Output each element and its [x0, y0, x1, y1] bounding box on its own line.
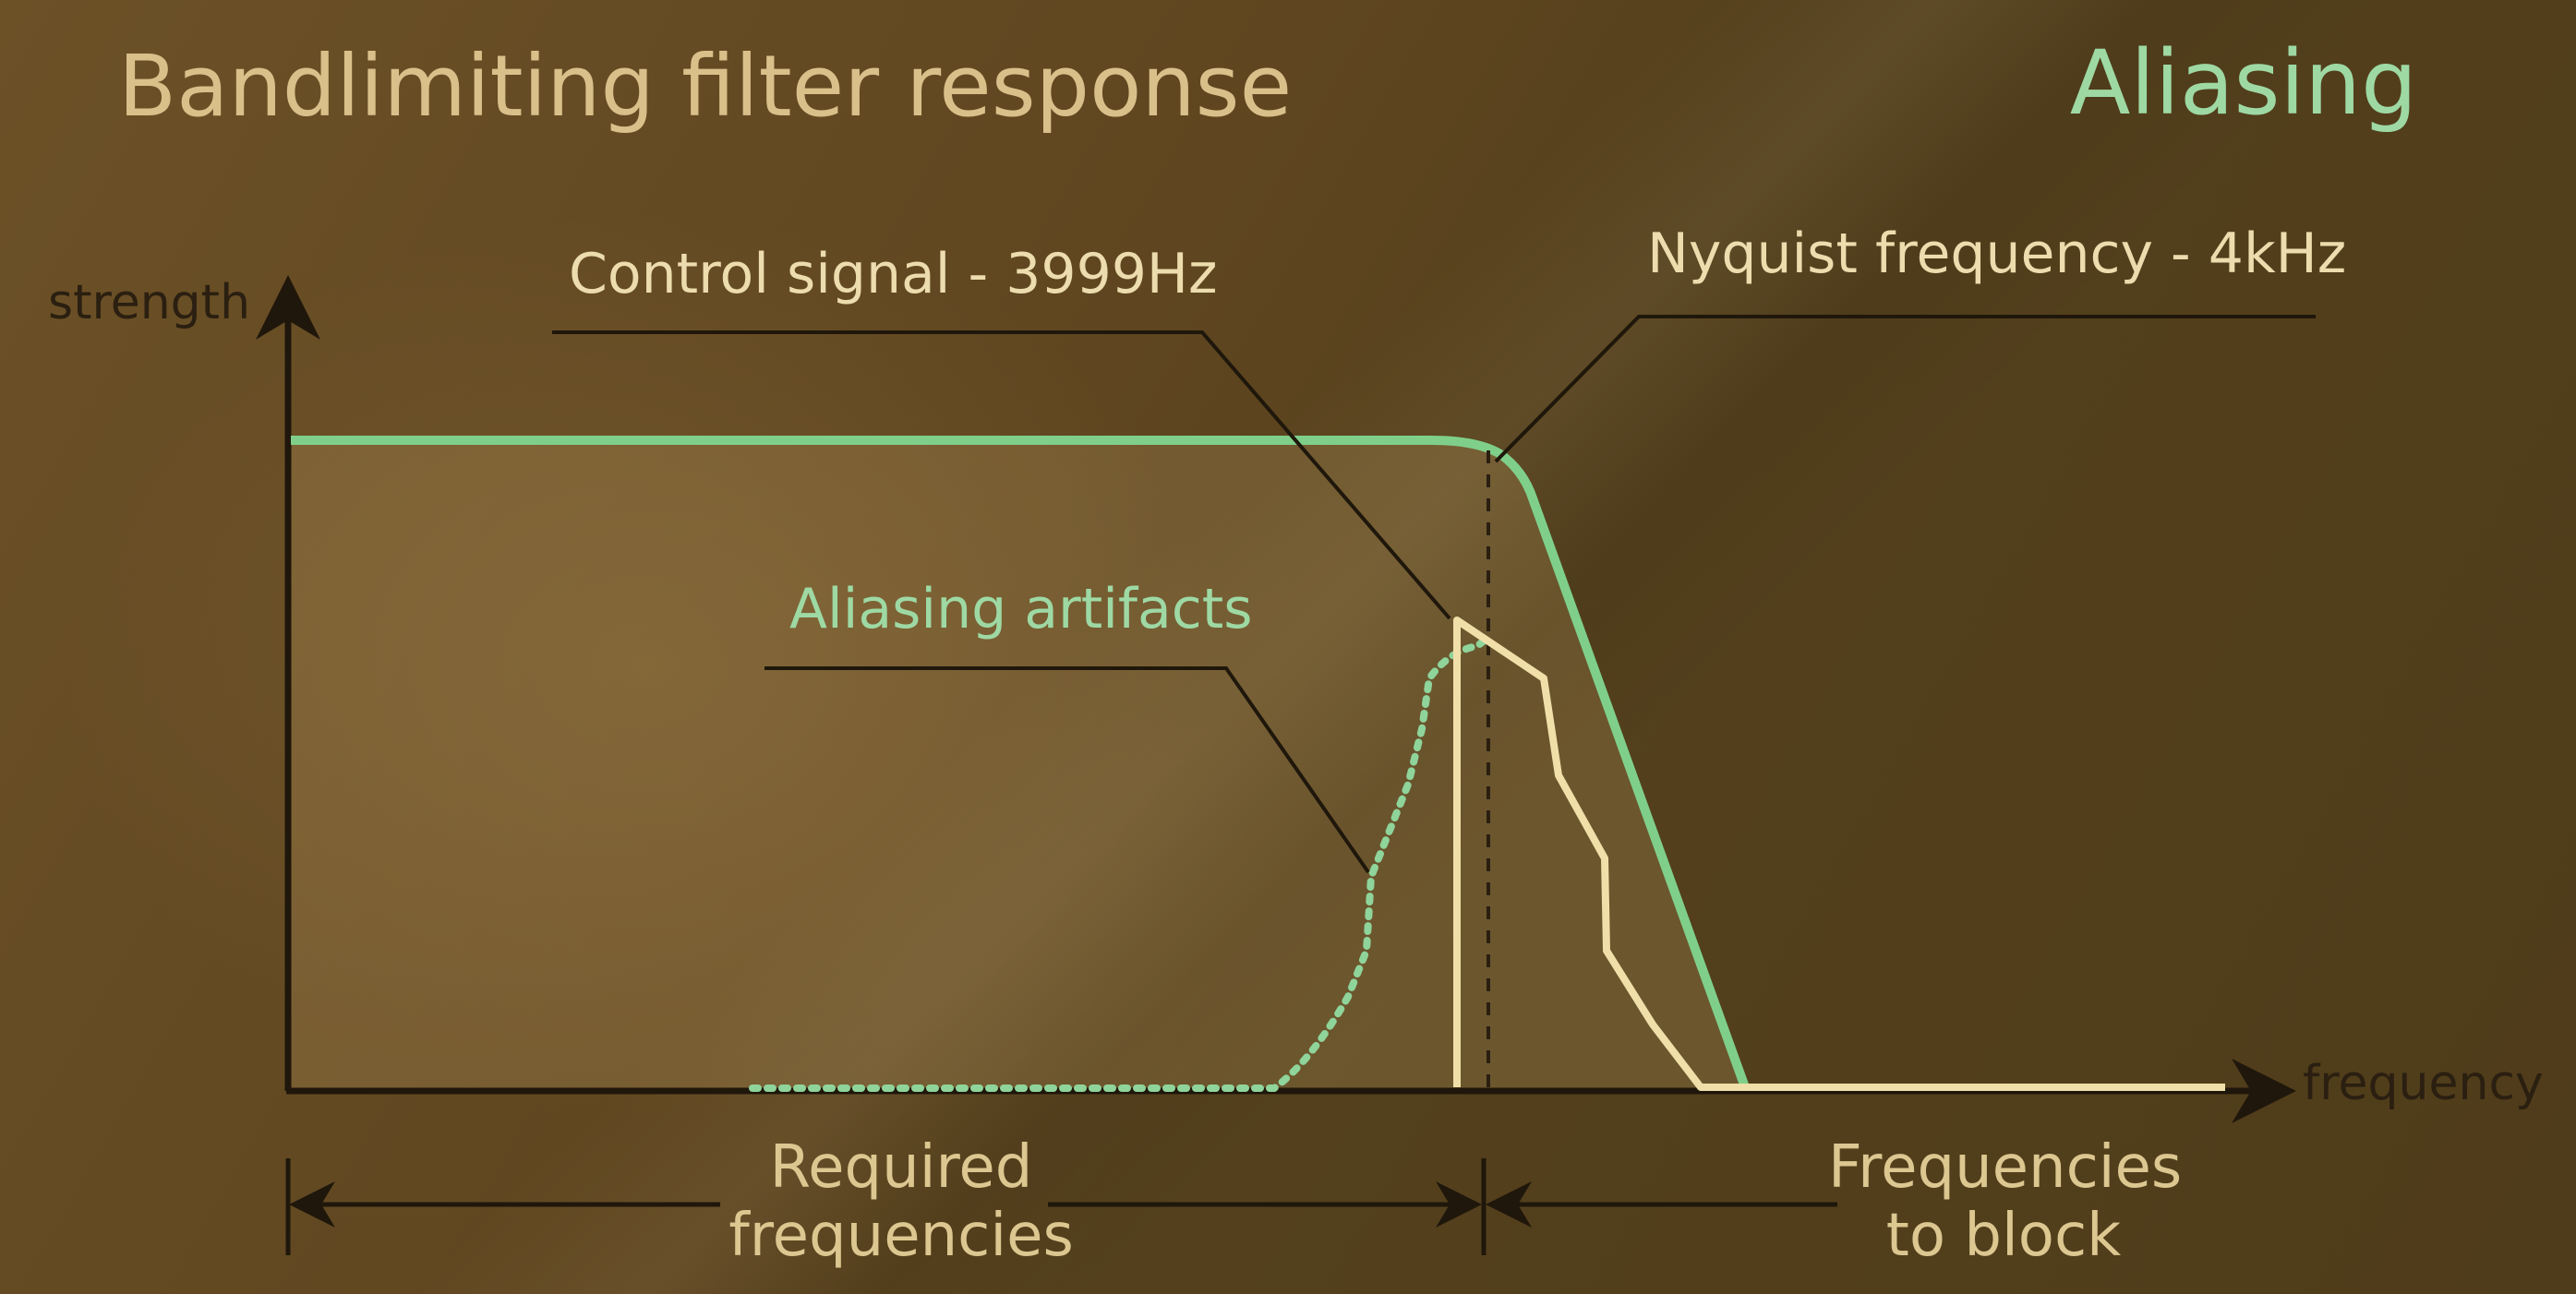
y-axis-label: strength — [48, 275, 251, 330]
control-signal-leader — [552, 330, 1451, 620]
block-line-2: to block — [1885, 1202, 2122, 1270]
control-signal-curve — [1453, 617, 2225, 1091]
filter-curve — [291, 436, 1750, 1089]
required-line-2: frequencies — [728, 1202, 1074, 1270]
aliasing-artifacts-leader — [764, 666, 1370, 874]
aliasing-artifacts-label: Aliasing artifacts — [789, 577, 1253, 641]
nyquist-leader — [1494, 315, 2316, 463]
frequencies-to-block-label: Frequencies to block — [1828, 1133, 2183, 1270]
nyquist-label: Nyquist frequency - 4kHz — [1647, 222, 2347, 286]
block-line-1: Frequencies — [1828, 1133, 2183, 1202]
required-frequencies-label: Required frequencies — [720, 1133, 1082, 1270]
required-line-1: Required — [769, 1133, 1033, 1202]
x-axis-label: frequency — [2303, 1056, 2544, 1111]
section-title: Aliasing — [2069, 31, 2417, 135]
control-signal-label: Control signal - 3999Hz — [569, 242, 1218, 306]
passband-area — [288, 441, 1745, 1089]
diagram-title: Bandlimiting filter response — [118, 37, 1293, 136]
